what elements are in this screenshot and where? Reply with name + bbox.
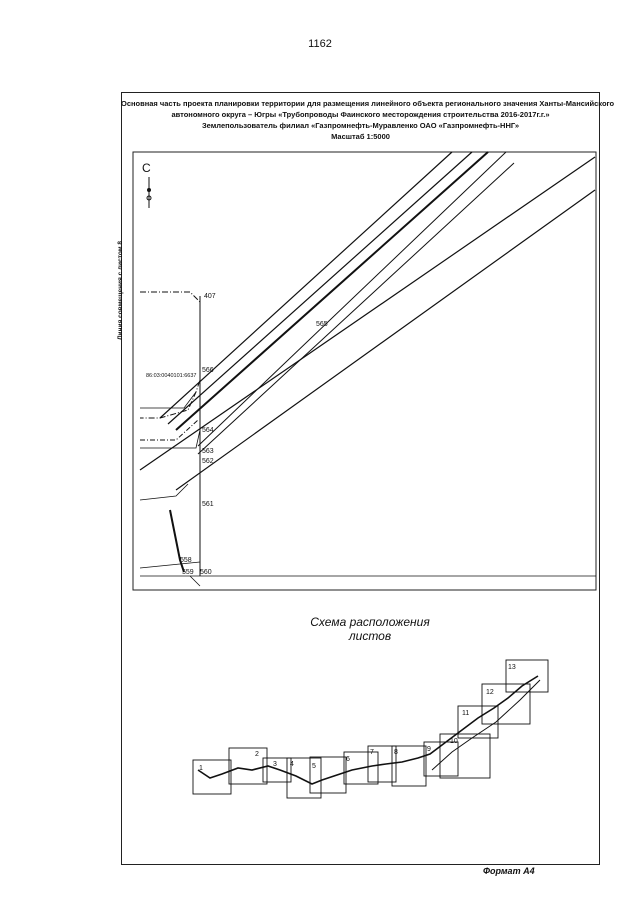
- point-564: 564: [202, 427, 214, 434]
- scheme-title: Схема расположения листов: [300, 615, 440, 643]
- north-label: С: [142, 161, 151, 175]
- point-563: 563: [202, 448, 214, 455]
- sheet-number-7: 7: [370, 749, 374, 756]
- sheet-layout-scheme: [192, 659, 549, 799]
- header-line-4: Масштаб 1:5000: [331, 132, 390, 141]
- scheme-title-line-2: листов: [348, 629, 392, 643]
- sheet-number-4: 4: [290, 761, 294, 768]
- point-565: 565: [316, 321, 328, 328]
- sheet-number-8: 8: [394, 749, 398, 756]
- sheet-number-12: 12: [486, 689, 494, 696]
- map-panel-border: [132, 151, 597, 591]
- sheet-number-9: 9: [427, 746, 431, 753]
- format-label: Формат А4: [483, 866, 535, 876]
- sheet-number-6: 6: [346, 756, 350, 763]
- sheet-header: Основная часть проекта планировки террит…: [121, 98, 615, 142]
- header-line-1: Основная часть проекта планировки террит…: [121, 99, 615, 108]
- sheet-number-1: 1: [199, 765, 203, 772]
- sheet-number-5: 5: [312, 763, 316, 770]
- sheet-number-13: 13: [508, 664, 516, 671]
- page-number: 1162: [308, 38, 332, 50]
- point-566: 566: [202, 367, 214, 374]
- north-arrow-icon: С: [142, 161, 152, 208]
- header-line-3: Землепользователь филиал «Газпромнефть-М…: [201, 121, 520, 130]
- point-407: 407: [204, 293, 216, 300]
- sheet-number-2: 2: [255, 751, 259, 758]
- point-561: 561: [202, 501, 214, 508]
- sheet-number-3: 3: [273, 761, 277, 768]
- point-562: 562: [202, 458, 214, 465]
- parcel-boundaries: [139, 291, 596, 587]
- sheet-frame: [121, 92, 600, 865]
- header-line-2: автономного округа – Югры «Трубопроводы …: [171, 110, 550, 119]
- sheet-number-10: 10: [450, 738, 458, 745]
- point-559: 559: [182, 569, 194, 576]
- scheme-title-line-1: Схема расположения: [310, 615, 430, 629]
- pipeline-corridor: [139, 151, 596, 491]
- point-558: 558: [180, 557, 192, 564]
- sheet-numbers: 1 2 3 4 5 6 7 8 9 10 11 12 13: [199, 664, 516, 772]
- sheet-number-11: 11: [462, 710, 469, 717]
- parcel-cadastral-label: 86:03:0040101:6637: [146, 373, 196, 379]
- point-560: 560: [200, 569, 212, 576]
